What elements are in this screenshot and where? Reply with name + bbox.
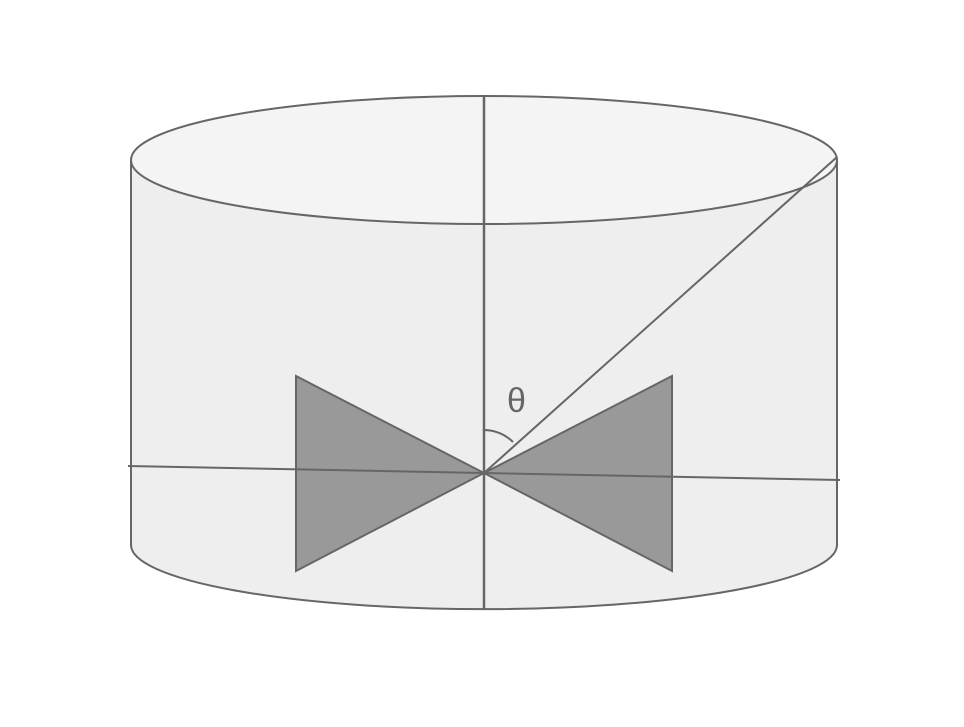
angle-arc <box>483 429 514 443</box>
bowtie-left-triangle <box>295 374 487 573</box>
bowtie-right-triangle <box>481 374 673 573</box>
angle-label: θ <box>507 382 526 420</box>
diagonal-line <box>483 156 838 474</box>
